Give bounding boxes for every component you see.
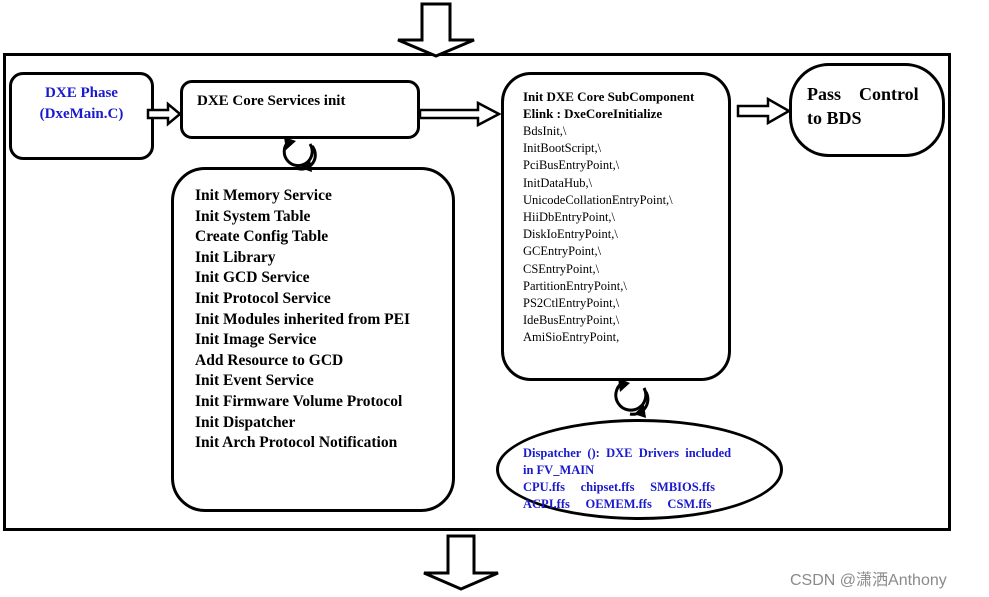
dispatcher-line-2: in FV_MAIN — [523, 463, 595, 477]
dxe-main-file-label: (DxeMain.C) — [39, 106, 124, 122]
csdn-watermark: CSDN @潇洒Anthony — [790, 572, 947, 589]
init-list-item: Init GCD Service — [195, 269, 310, 287]
init-list-item: Init Image Service — [195, 331, 317, 349]
init-list-item: Init Modules inherited from PEI — [195, 310, 410, 328]
pass-control-label: Pass Control — [807, 84, 919, 104]
subcomponent-entry-item: InitBootScript,\ — [523, 141, 602, 156]
subcomponent-entry-item: GCEntryPoint,\ — [523, 244, 602, 259]
dxe-phase-label: DXE Phase — [45, 85, 118, 101]
top-down-arrow — [397, 2, 475, 58]
init-list-item: Init Library — [195, 248, 276, 266]
subcomponent-box: Init DXE Core SubComponent Elink : DxeCo… — [501, 72, 731, 381]
subcomponent-title: Init DXE Core SubComponent — [523, 89, 695, 104]
init-list-item: Init Event Service — [195, 372, 314, 390]
core-services-box: DXE Core Services init — [180, 80, 420, 139]
subcomponent-entry-item: BdsInit,\ — [523, 124, 567, 138]
dispatcher-line-3: CPU.ffs chipset.ffs SMBIOS.ffs — [523, 480, 716, 494]
dispatcher-ellipse: Dispatcher (): DXE Drivers included in F… — [496, 419, 783, 520]
dispatcher-line-1: Dispatcher (): DXE Drivers included — [523, 446, 732, 460]
subcomponent-entry-item: PartitionEntryPoint,\ — [523, 278, 627, 293]
init-list-item: Create Config Table — [195, 228, 329, 246]
subcomponent-entry-item: PciBusEntryPoint,\ — [523, 158, 620, 173]
subcomponent-entry-list: BdsInit,\ InitBootScript,\ PciBusEntryPoin… — [523, 123, 673, 347]
init-list-item: Init Firmware Volume Protocol — [195, 392, 403, 410]
core-services-title: DXE Core Services init — [197, 93, 346, 109]
init-list-item: Init Memory Service — [195, 187, 332, 204]
subcomponent-entry-item: AmiSioEntryPoint, — [523, 330, 620, 345]
init-list-item: Init Arch Protocol Notification — [195, 434, 398, 452]
dxe-phase-box: DXE Phase (DxeMain.C) — [9, 72, 154, 160]
init-list-item: Add Resource to GCD — [195, 351, 344, 369]
subcomponent-to-bds-arrow — [736, 96, 792, 126]
subcomponent-entry-item: HiiDbEntryPoint,\ — [523, 210, 616, 225]
bottom-down-arrow — [423, 534, 499, 591]
subcomponent-entry-item: InitDataHub,\ — [523, 175, 593, 190]
subcomponent-entry-item: CSEntryPoint,\ — [523, 261, 600, 276]
subcomponent-entry-item: IdeBusEntryPoint,\ — [523, 313, 620, 328]
init-list-item: Init Dispatcher — [195, 413, 296, 431]
subcomponent-elink: Elink : DxeCoreInitialize — [523, 106, 663, 121]
dxe-outer-frame — [3, 53, 951, 531]
to-bds-label: to BDS — [807, 108, 862, 128]
dispatcher-line-4: ACPI.ffs OEMEM.ffs CSM.ffs — [523, 497, 712, 511]
pass-control-bds-box: Pass Control to BDS — [789, 63, 945, 157]
init-list-item: Init Protocol Service — [195, 289, 331, 307]
phase-to-services-arrow — [146, 101, 182, 127]
subcomponent-entry-item: DiskIoEntryPoint,\ — [523, 227, 618, 242]
subcomponent-entry-item: UnicodeCollationEntryPoint,\ — [523, 192, 673, 207]
services-list-cycle-icon — [282, 137, 317, 172]
init-list-item: Init System Table — [195, 207, 311, 225]
services-to-subcomponent-arrow — [418, 100, 502, 128]
subcomponent-entry-item: PS2CtlEntryPoint,\ — [523, 296, 620, 311]
subcomponent-dispatcher-cycle-icon — [614, 378, 650, 418]
